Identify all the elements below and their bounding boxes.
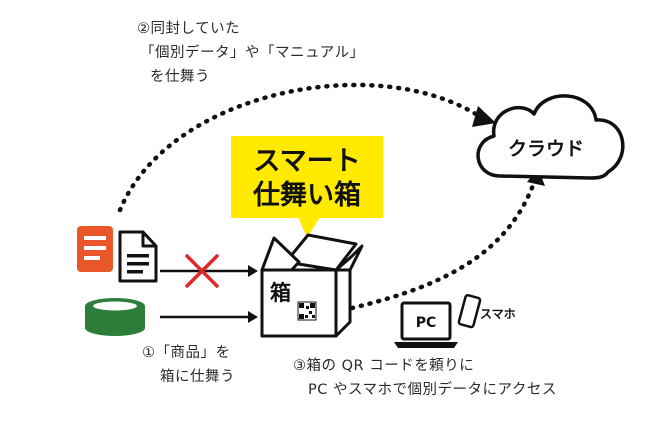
step2-line3: を仕舞う: [150, 69, 210, 85]
callout-line2: 仕舞い箱: [252, 179, 361, 211]
dotted-arrow-to-cloud: [117, 82, 485, 213]
callout-bubble: スマート 仕舞い箱: [231, 136, 383, 238]
product-arrow: [160, 311, 258, 323]
step3-line1: ③箱の QR コードを頼りに: [293, 358, 475, 374]
step3-line2: PC やスマホで個別データにアクセス: [308, 382, 557, 398]
cloud-label: クラウド: [508, 138, 584, 160]
dotted-arrow-box-to-cloud: [349, 177, 538, 311]
tape-roll-icon: [85, 298, 145, 336]
cloud-icon: クラウド: [476, 94, 625, 180]
step2-line1: ②同封していた: [137, 21, 241, 37]
laptop-icon: PC: [394, 301, 458, 348]
callout-line1: スマート: [253, 146, 360, 177]
box-icon: 箱: [260, 233, 364, 338]
rejected-arrow: [160, 254, 258, 288]
step2-line2: 「個別データ」や「マニュアル」: [140, 45, 365, 61]
document-icon: [118, 230, 158, 283]
qr-code-icon: [297, 301, 317, 321]
smartphone-icon: スマホ: [457, 294, 516, 329]
phone-label: スマホ: [480, 307, 516, 321]
step1-line1: ①「商品」を: [142, 345, 231, 361]
box-label: 箱: [270, 281, 291, 305]
booklet-icon: [77, 226, 113, 272]
dotted-arrowhead-cloud: [472, 106, 496, 127]
laptop-screen-label: PC: [416, 315, 437, 331]
step1-line2: 箱に仕舞う: [160, 369, 235, 385]
